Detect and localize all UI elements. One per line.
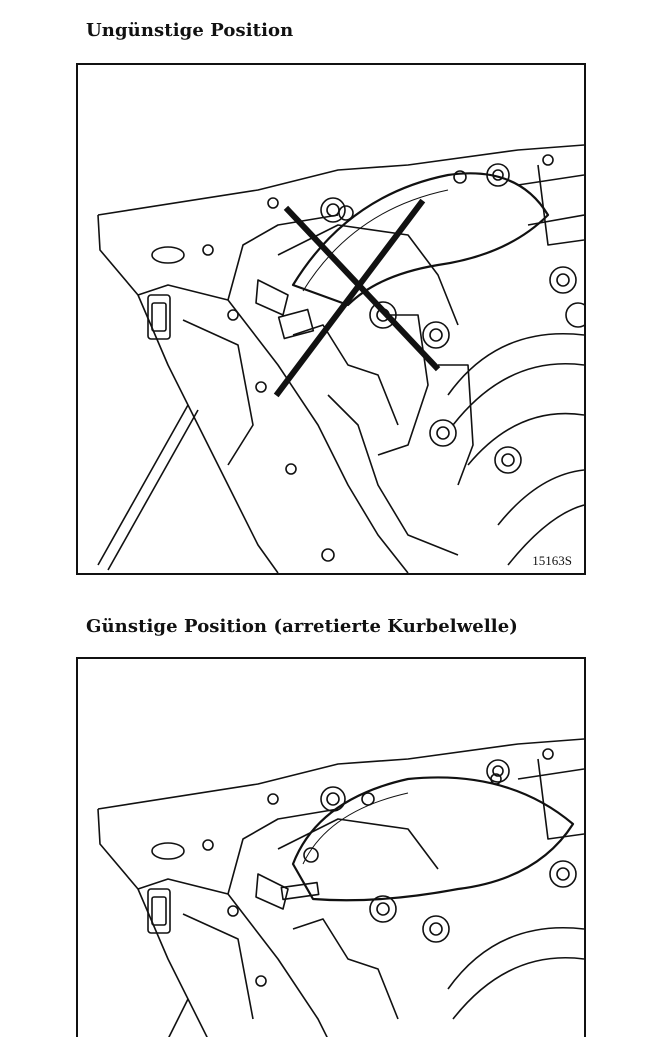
section-heading-unfavorable: Ungünstige Position [86,20,294,41]
engine-block-illustration [97,144,584,573]
cross-mark-line-2 [273,198,426,398]
section-heading-favorable: Günstige Position (arretierte Kurbelwell… [86,616,518,637]
figure-favorable-position [76,657,586,1037]
engine-block-illustration-locked [97,738,584,1037]
cross-mark-line-1 [283,205,441,372]
figure-code: 15163S [532,553,572,568]
figure-unfavorable-position: 15163S [76,63,586,575]
